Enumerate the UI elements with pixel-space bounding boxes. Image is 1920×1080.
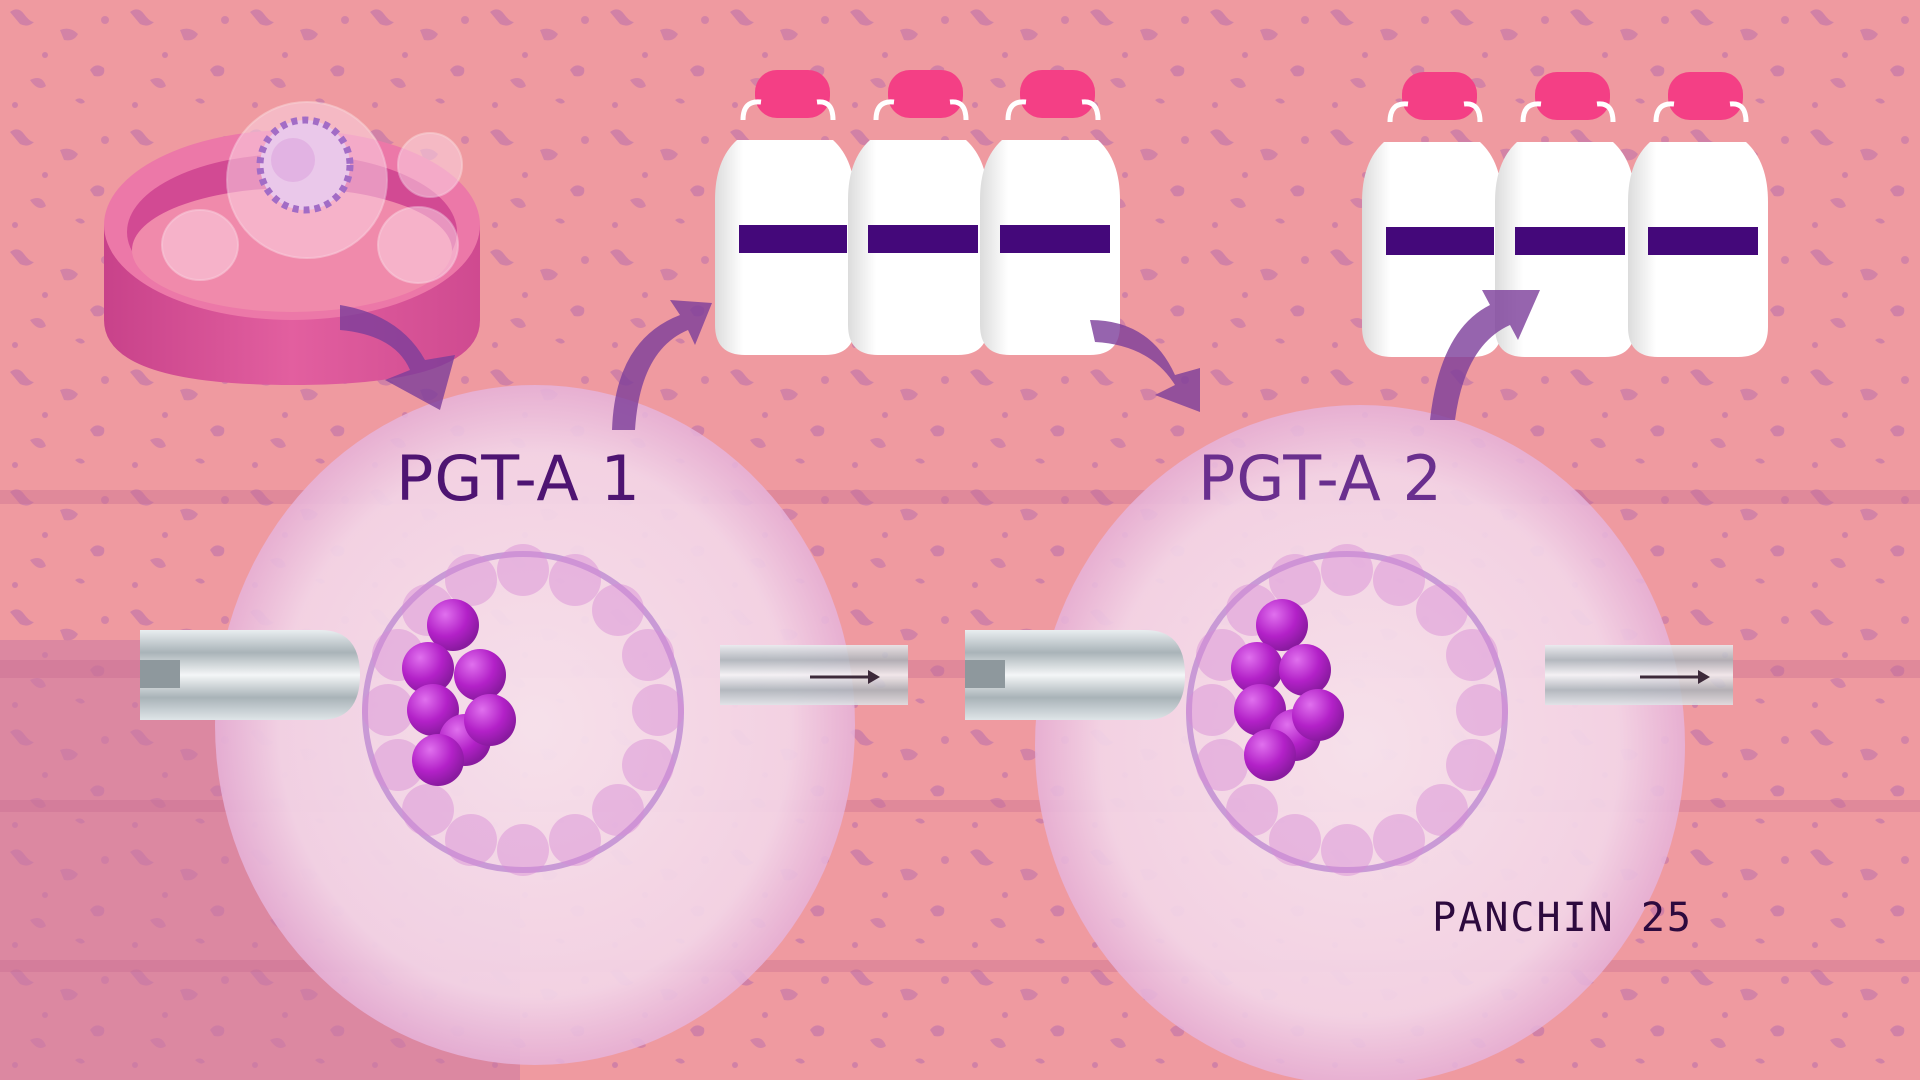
petri-dish [104, 101, 480, 385]
arrow-right-icon [1698, 670, 1710, 684]
cryo-tanks-group-1 [715, 70, 1120, 355]
droplet [161, 209, 239, 281]
inner-cell-mass [402, 599, 516, 786]
blastocyst-outer-ring [362, 551, 684, 873]
blastocyst-biopsy-2 [965, 405, 1733, 1080]
droplet [377, 206, 459, 284]
arrow-right-icon [868, 670, 880, 684]
cryo-tank [848, 70, 988, 355]
biopsy-pipette [1545, 645, 1733, 705]
droplet [397, 132, 463, 198]
biopsy-pipette [720, 645, 908, 705]
holding-pipette [140, 630, 360, 720]
zona-pellucida [215, 385, 855, 1065]
arrow-tanks1-to-embryo2 [1090, 320, 1200, 412]
arrow-dish-to-embryo1 [340, 305, 455, 410]
trophectoderm-cells [1186, 544, 1508, 876]
cryo-tank [980, 70, 1120, 355]
holding-pipette [965, 630, 1185, 720]
label-pgta-2: PGT-A 2 [1198, 442, 1443, 515]
zona-pellucida [1035, 405, 1685, 1080]
label-pgta-1: PGT-A 1 [396, 442, 641, 515]
cryo-tank [1362, 72, 1502, 357]
cryo-tank [715, 70, 855, 355]
inner-cell-mass [1231, 599, 1344, 781]
blastocyst-outer-ring [1186, 551, 1508, 873]
flow-arrows [340, 290, 1540, 430]
artist-signature: PANCHIN 25 [1432, 895, 1693, 941]
arrow-embryo1-to-tanks1 [612, 300, 712, 430]
trophectoderm-cells [362, 544, 684, 876]
blastocyst-biopsy-1 [140, 385, 908, 1065]
cryo-tanks-group-2 [1362, 72, 1768, 357]
arrow-embryo2-to-tanks2 [1430, 290, 1540, 420]
cryo-tank [1628, 72, 1768, 357]
